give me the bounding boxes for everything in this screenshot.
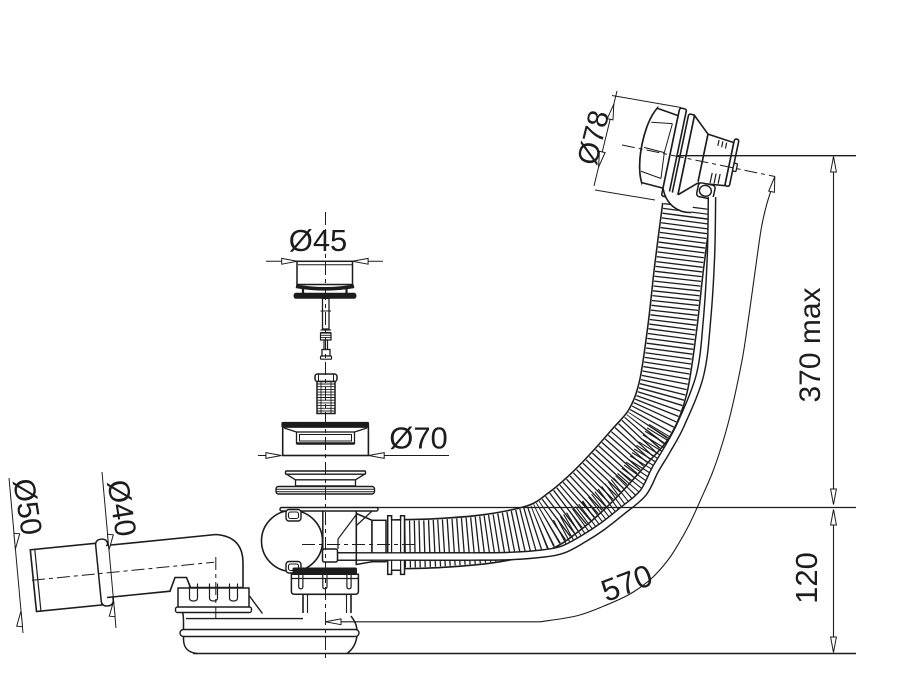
svg-text:Ø45: Ø45: [289, 223, 348, 258]
svg-text:120: 120: [789, 552, 824, 604]
svg-text:370 max: 370 max: [794, 287, 827, 402]
svg-text:Ø70: Ø70: [389, 421, 448, 456]
